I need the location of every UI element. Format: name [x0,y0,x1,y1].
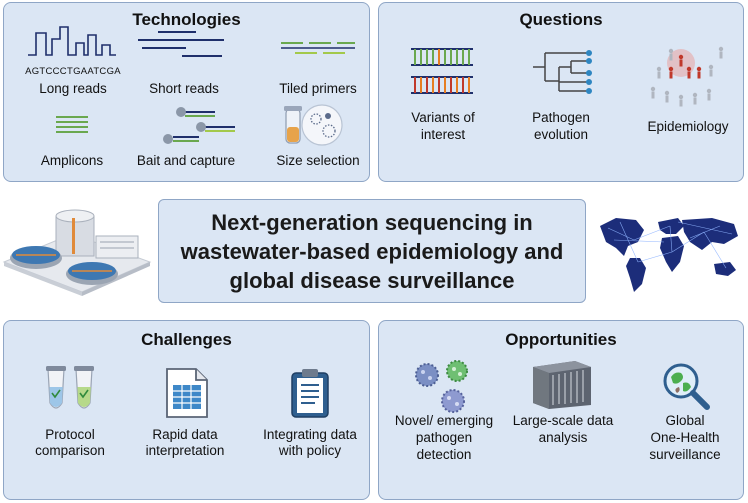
rapid-data-label-line2: interpretation [145,443,225,458]
bait-capture-label: Bait and capture [136,153,236,168]
sequence-text: AGTCCCTGAATCGA [25,66,121,77]
evolution-label-line2: evolution [533,127,589,142]
evolution-label-line1: Pathogen [532,110,590,125]
policy-label-line1: Integrating data [263,427,357,442]
large-scale-label-line2: analysis [538,430,588,445]
technologies-panel: Technologies AGTCCCTGAATCGA Long reads S… [3,2,370,182]
challenges-panel: Challenges Protocol comparison Rapid dat… [3,320,370,500]
test-tubes-icon [46,366,94,409]
main-title-box: Next-generation sequencing in wastewater… [158,199,586,303]
amplicons-label: Amplicons [40,153,104,168]
phylogenetic-tree-icon [533,50,592,94]
global-label-line3: surveillance [649,447,721,462]
large-scale-label-line1: Large-scale data [512,413,614,428]
wastewater-plant-icon [2,209,152,296]
protocol-label-line1: Protocol [45,427,95,442]
protocol-label-line2: comparison [35,443,105,458]
spreadsheet-icon [166,368,208,418]
dna-variants-icon [411,48,473,94]
server-rack-icon [533,361,591,409]
main-title-line2: wastewater-based epidemiology and [180,239,564,264]
epidemiology-label: Epidemiology [647,119,729,134]
novel-label-line3: detection [416,447,472,462]
opportunities-panel: Opportunities Novel/ emerging pathogen d… [378,320,744,500]
variants-label-line1: Variants of [411,110,475,125]
long-reads-label: Long reads [39,81,107,96]
technologies-title: Technologies [132,10,241,29]
opportunities-title: Opportunities [505,330,617,349]
size-selection-icon [284,104,343,146]
globe-magnifier-icon [663,363,710,410]
tiled-primers-label: Tiled primers [279,81,357,96]
short-reads-icon [138,31,224,57]
population-spread-icon [650,46,724,107]
questions-panel: Questions [378,2,744,182]
tiled-primers-icon [281,42,355,54]
rapid-data-label-line1: Rapid data [152,427,218,442]
bait-capture-icon [163,107,235,144]
main-title-line3: global disease surveillance [229,268,515,293]
questions-title: Questions [519,10,603,29]
novel-label-line1: Novel/ emerging [394,413,494,428]
clipboard-icon [291,369,329,418]
novel-label-line2: pathogen [415,430,473,445]
long-reads-icon [28,26,116,56]
amplicons-icon [56,116,88,133]
challenges-title: Challenges [141,330,232,349]
main-title-line1: Next-generation sequencing in [211,210,533,235]
variants-label-line2: interest [420,127,466,142]
virus-particles-icon [415,360,468,413]
policy-label-line2: with policy [278,443,342,458]
global-label-line1: Global [665,413,705,428]
size-selection-label: Size selection [276,153,360,168]
global-label-line2: One-Health [650,430,720,445]
short-reads-label: Short reads [149,81,219,96]
world-network-map-icon [600,218,738,292]
